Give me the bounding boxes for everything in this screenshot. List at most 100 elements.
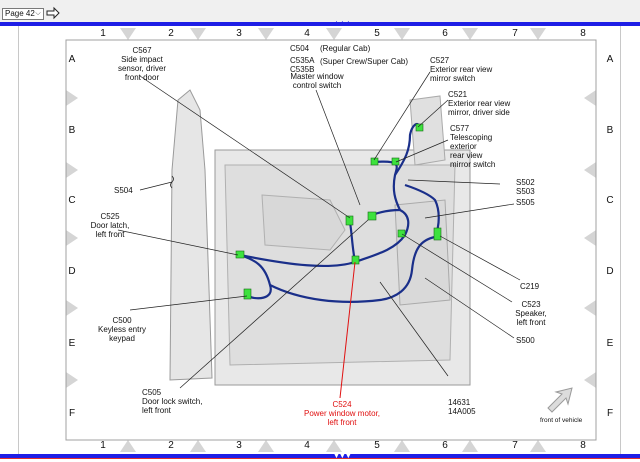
column-number: 6 xyxy=(442,28,448,39)
column-number: 3 xyxy=(236,28,242,39)
splice-id: S502 xyxy=(516,178,535,187)
callout-c567: C567 Side impact sensor, driver front do… xyxy=(94,46,190,82)
column-number: 4 xyxy=(304,440,310,451)
connector-desc: left front xyxy=(95,230,125,239)
grid-chevrons xyxy=(66,28,596,452)
splice-id: S503 xyxy=(516,187,535,196)
column-number: 7 xyxy=(512,440,518,451)
connector-desc: Side impact xyxy=(121,55,163,64)
connector-desc: sensor, driver xyxy=(117,64,167,73)
scroll-down-icon[interactable]: ▼▼▼ xyxy=(333,453,352,460)
callout-c577: C577 Telescoping exterior rear view mirr… xyxy=(450,124,520,169)
connector-desc: Keyless entry xyxy=(97,325,147,334)
connector-desc: Telescoping xyxy=(450,133,493,142)
callout-c525: C525 Door latch, left front xyxy=(80,212,140,239)
row-letter: D xyxy=(68,266,76,277)
column-number: 7 xyxy=(512,28,518,39)
connector-id: C523 xyxy=(521,300,541,309)
connector-desc: exterior xyxy=(450,142,477,151)
connector-desc: mirror switch xyxy=(430,74,476,83)
connector-desc: left front xyxy=(327,418,357,427)
column-number: 2 xyxy=(168,28,174,39)
squiggle-icon xyxy=(170,175,174,189)
connector-desc: (Regular Cab) xyxy=(320,44,371,53)
connector-desc: mirror, driver side xyxy=(448,108,510,117)
highlight-callout-line xyxy=(339,261,356,399)
connectors xyxy=(235,123,442,300)
connector-id: C524 xyxy=(332,400,352,409)
callout-c219: C219 xyxy=(520,282,540,291)
column-number: 8 xyxy=(580,440,586,451)
column-number: 4 xyxy=(304,28,310,39)
part-number: 14631 xyxy=(448,398,471,407)
connector-id: C504 xyxy=(290,44,310,53)
row-letter: B xyxy=(68,125,76,136)
column-number: 1 xyxy=(100,440,106,451)
connector-desc: Speaker, xyxy=(515,309,547,318)
connector-desc: keypad xyxy=(109,334,135,343)
right-arrow-icon xyxy=(46,6,60,20)
connector-desc: front door xyxy=(124,73,160,82)
connector-desc: Door lock switch, xyxy=(142,397,203,406)
chevron-down-icon[interactable]: ⌵ xyxy=(35,10,41,17)
connector-desc: left front xyxy=(516,318,546,327)
connector-desc: Master window xyxy=(290,72,344,81)
callout-master-switch: Master window control switch xyxy=(282,72,352,90)
callout-c523: C523 Speaker, left front xyxy=(506,300,556,327)
connector-desc: control switch xyxy=(292,81,342,90)
page-select[interactable]: Page 42 ⌵ xyxy=(2,8,44,20)
bottom-red-line xyxy=(0,458,640,459)
wiring-harness xyxy=(239,122,440,303)
row-letter: B xyxy=(606,125,614,136)
splice-s500: S500 xyxy=(516,336,535,345)
connector-desc: Exterior rear view xyxy=(430,65,493,74)
column-number: 5 xyxy=(374,440,380,451)
callout-c500: C500 Keyless entry keypad xyxy=(76,316,168,343)
row-letter: A xyxy=(68,54,76,65)
callout-c521: C521 Exterior rear view mirror, driver s… xyxy=(448,90,538,117)
row-letter: E xyxy=(606,338,614,349)
connector-id: C535A xyxy=(290,56,315,65)
splice-s504: S504 xyxy=(114,186,133,195)
column-number: 3 xyxy=(236,440,242,451)
bottom-blue-bar xyxy=(0,454,640,458)
column-number: 6 xyxy=(442,440,448,451)
column-number: 5 xyxy=(374,28,380,39)
front-of-vehicle-label: front of vehicle xyxy=(540,417,583,424)
connector-id: C527 xyxy=(430,56,450,65)
connector-desc: Exterior rear view xyxy=(448,99,511,108)
connector-desc: Power window motor, xyxy=(303,409,381,418)
top-blue-bar xyxy=(0,22,640,26)
splice-s502: S502 S503 xyxy=(516,178,535,196)
splice-s505: S505 xyxy=(516,198,535,207)
connector-desc: (Super Crew/Super Cab) xyxy=(320,57,409,66)
row-letter: F xyxy=(68,408,76,419)
connector-desc: left front xyxy=(142,406,171,415)
connector-id: C521 xyxy=(448,90,468,99)
row-letter: C xyxy=(606,195,614,206)
connector-desc: rear view xyxy=(450,151,483,160)
connector-id: C505 xyxy=(142,388,162,397)
connector-id: C525 xyxy=(100,212,120,221)
go-button[interactable] xyxy=(46,6,60,20)
grid-line xyxy=(620,26,621,454)
page-select-value: Page 42 xyxy=(5,9,35,18)
row-letter: F xyxy=(606,408,614,419)
callout-lines xyxy=(117,71,521,389)
connector-id: C500 xyxy=(112,316,132,325)
column-number: 1 xyxy=(100,28,106,39)
connector-id: C535B xyxy=(290,65,315,74)
part-numbers: 14631 14A005 xyxy=(448,398,476,416)
grid-line xyxy=(18,26,19,454)
callout-c527: C527 Exterior rear view mirror switch xyxy=(430,56,520,83)
front-of-vehicle-arrow-icon xyxy=(547,387,573,413)
column-number: 2 xyxy=(168,440,174,451)
row-letter: D xyxy=(606,266,614,277)
column-number: 8 xyxy=(580,28,586,39)
part-number: 14A005 xyxy=(448,407,476,416)
connector-id: C577 xyxy=(450,124,470,133)
connector-id: C567 xyxy=(132,46,152,55)
callout-c504: C504 C535A C535B xyxy=(290,44,326,74)
row-letter: E xyxy=(68,338,76,349)
